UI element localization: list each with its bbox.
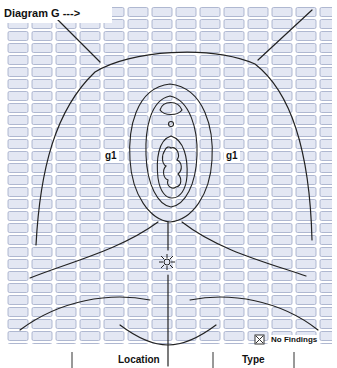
- table-dividers: [72, 352, 294, 368]
- no-findings-checkbox: [255, 335, 264, 344]
- checkbox-label: No Findings: [269, 335, 319, 345]
- callout-label: g1: [224, 150, 240, 162]
- genital-outline: [130, 84, 213, 222]
- column-header: Type: [240, 354, 267, 366]
- body-outline: [20, 10, 318, 366]
- anus-symbol: [159, 254, 175, 270]
- grid-background: [6, 6, 332, 344]
- diagram-title: Diagram G --->: [2, 7, 82, 20]
- callout-label: g1: [103, 150, 119, 162]
- column-header: Location: [116, 354, 162, 366]
